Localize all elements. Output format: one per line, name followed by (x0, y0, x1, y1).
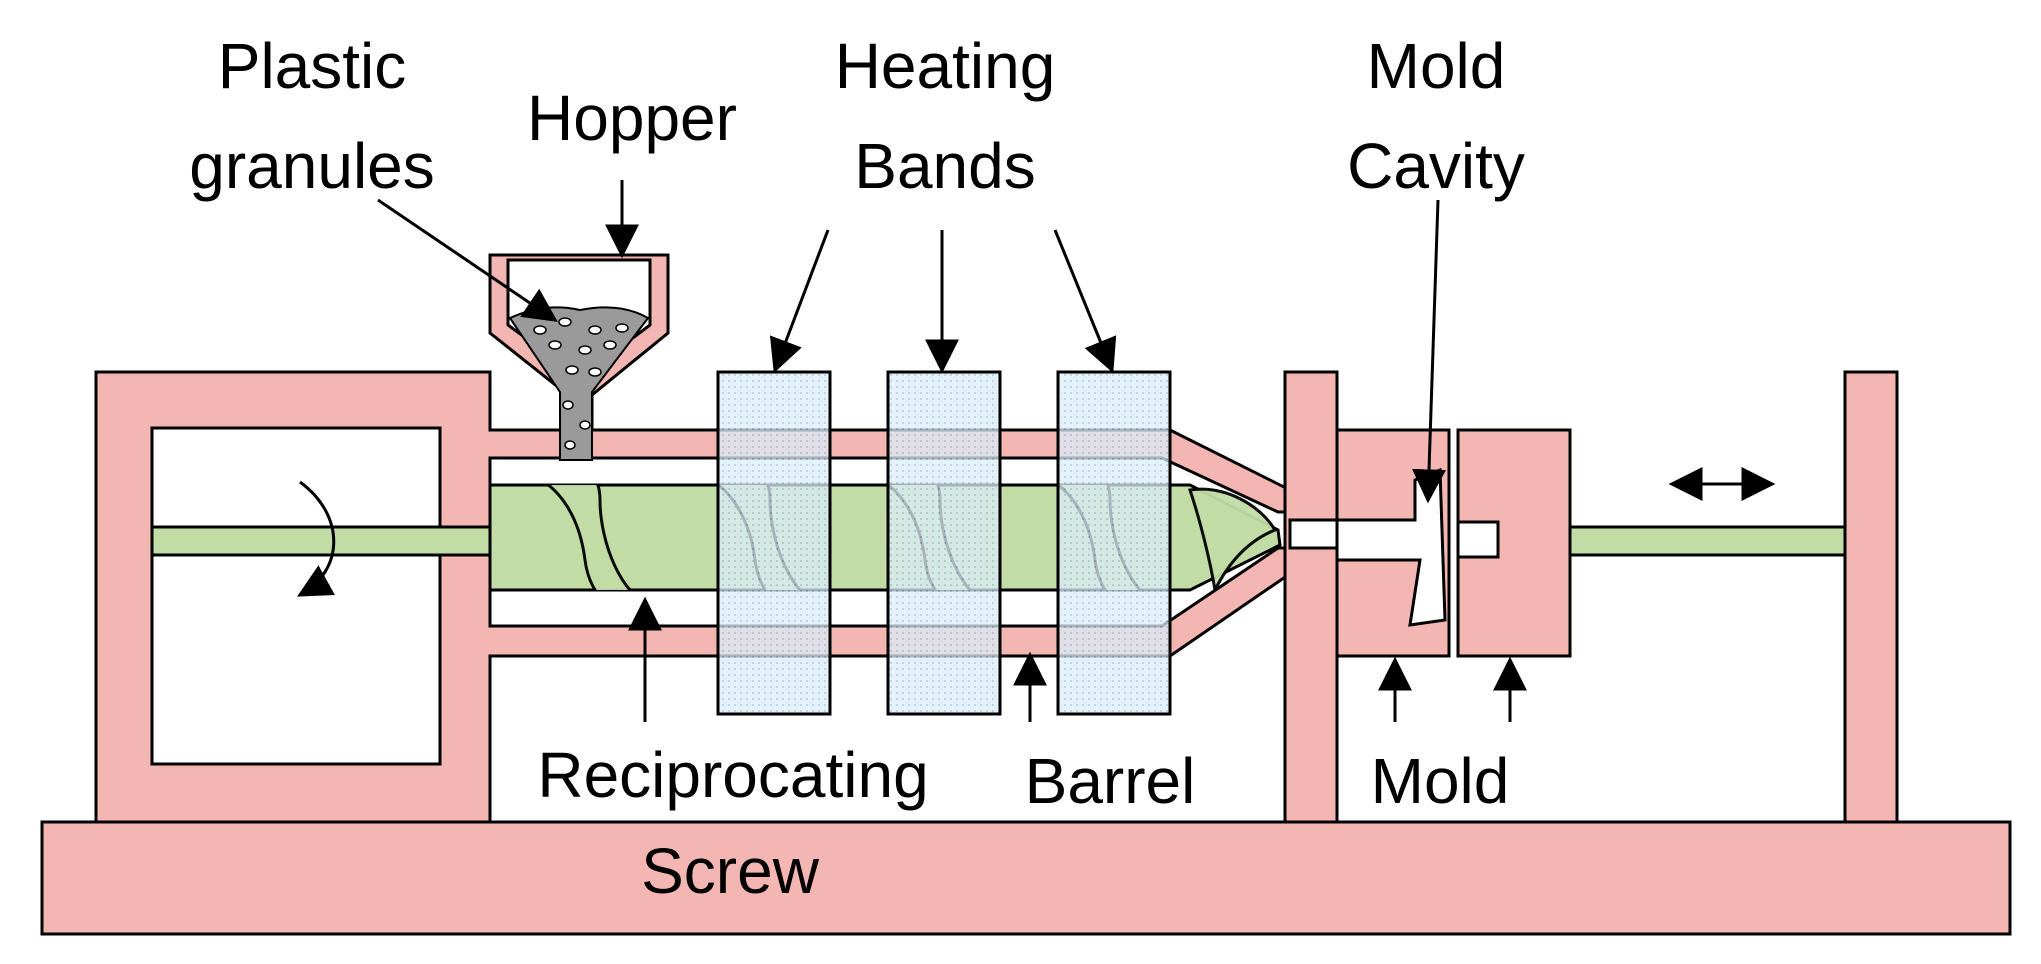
mold-channel (1335, 467, 1447, 627)
label-granules: granules (189, 130, 435, 202)
label-cavity: Cavity (1347, 130, 1525, 202)
heating-band-2 (886, 370, 1002, 716)
label-reciprocating: Reciprocating (537, 739, 928, 811)
rotation-arrow-icon (297, 480, 336, 597)
nozzle-channel (1288, 518, 1344, 550)
label-mold-bottom: Mold (1371, 745, 1510, 817)
heating-band-3 (1056, 370, 1172, 716)
moving-platen (1843, 370, 1899, 824)
mold-cavity-right (1456, 520, 1500, 559)
label-hopper: Hopper (527, 82, 737, 154)
arrow-heating-band-1 (769, 229, 830, 374)
label-screw: Screw (641, 835, 820, 907)
screw-shaft (150, 525, 492, 557)
arrow-mold-cavity (1412, 199, 1447, 504)
machine-base (40, 820, 2012, 936)
arrow-heating-band-3 (1053, 229, 1117, 374)
heating-band-1 (716, 370, 832, 716)
label-heating: Heating (835, 30, 1056, 102)
granule-dots (533, 317, 629, 450)
drive-window (150, 426, 442, 766)
label-bands: Bands (854, 130, 1035, 202)
label-plastic: Plastic (218, 30, 407, 102)
label-mold-top: Mold (1367, 30, 1506, 102)
clamp-rod (1568, 525, 1847, 557)
leader-arrows (377, 180, 1527, 722)
arrow-plastic-granules (377, 198, 558, 322)
label-barrel: Barrel (1025, 745, 1196, 817)
fixed-platen (1283, 370, 1339, 824)
